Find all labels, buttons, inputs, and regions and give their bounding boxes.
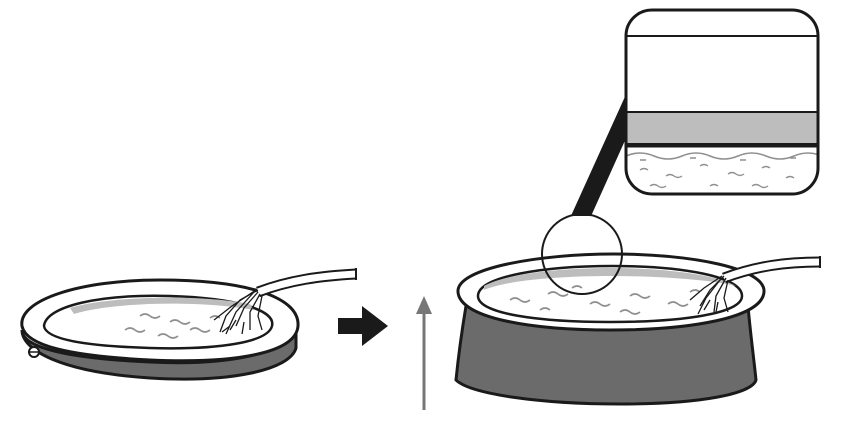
deflated-pool-water — [124, 313, 221, 339]
inflated-pool-wall — [454, 304, 758, 406]
detail-band-gray — [626, 111, 818, 145]
up-arrow-icon — [416, 296, 432, 410]
inflated-pool-water — [509, 285, 701, 315]
water-splash-icon — [213, 289, 263, 335]
valve-plug-icon — [28, 346, 40, 358]
water-splash-icon — [689, 275, 729, 315]
inflated-pool — [454, 252, 821, 406]
right-arrow-icon — [338, 306, 388, 346]
garden-hose-icon — [722, 256, 821, 284]
deflated-pool — [20, 268, 357, 381]
deflated-pool-inner-edge — [42, 294, 274, 350]
detail-inset — [624, 8, 820, 196]
deflated-pool-band — [70, 297, 254, 314]
detail-water — [639, 157, 796, 189]
deflated-pool-wall — [20, 329, 298, 381]
detail-water-surface — [626, 152, 818, 160]
garden-hose-icon — [256, 268, 357, 298]
